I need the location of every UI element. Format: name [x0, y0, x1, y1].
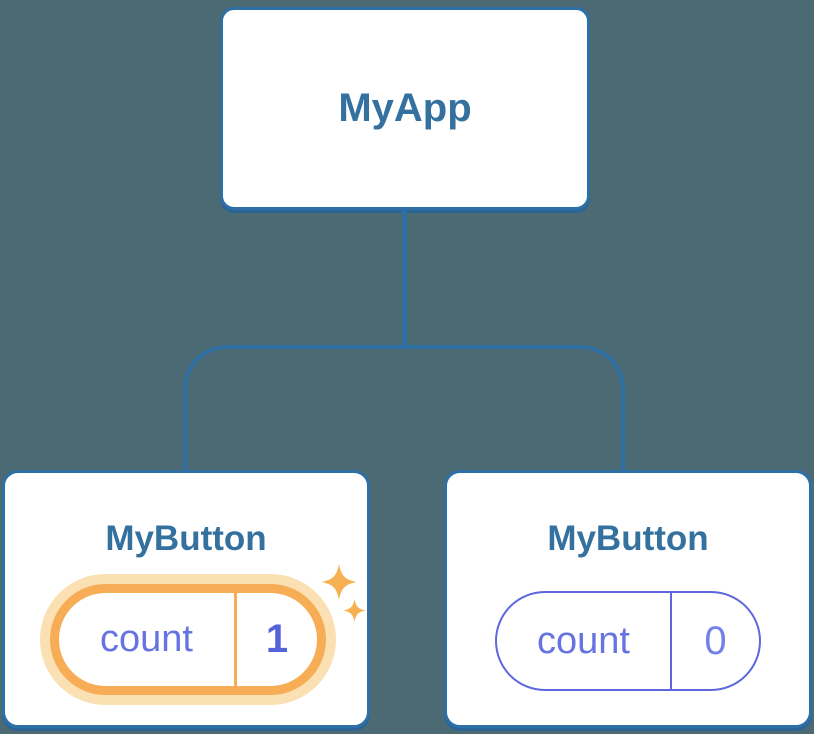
state-pill: count 0 [495, 591, 761, 691]
state-value: 0 [704, 618, 727, 663]
root-node-label: MyApp [338, 86, 472, 130]
state-pill-highlighted: count 1 [50, 584, 326, 695]
pill-divider [670, 593, 672, 689]
child-right-label: MyButton [547, 519, 709, 558]
tree-node-child-left: MyButton count 1 [2, 470, 370, 728]
child-left-label: MyButton [105, 519, 267, 558]
tree-node-root: MyApp [220, 7, 590, 210]
state-key-label: count [100, 618, 193, 660]
connector-branch-bracket [183, 345, 625, 470]
tree-node-child-right: MyButton count 0 [444, 470, 812, 728]
state-value: 1 [265, 617, 289, 661]
connector-stem-line [402, 210, 407, 348]
pill-divider [234, 593, 237, 686]
sparkle-large-icon [321, 564, 357, 600]
sparkle-small-icon [343, 599, 366, 622]
state-key-label: count [537, 619, 630, 662]
